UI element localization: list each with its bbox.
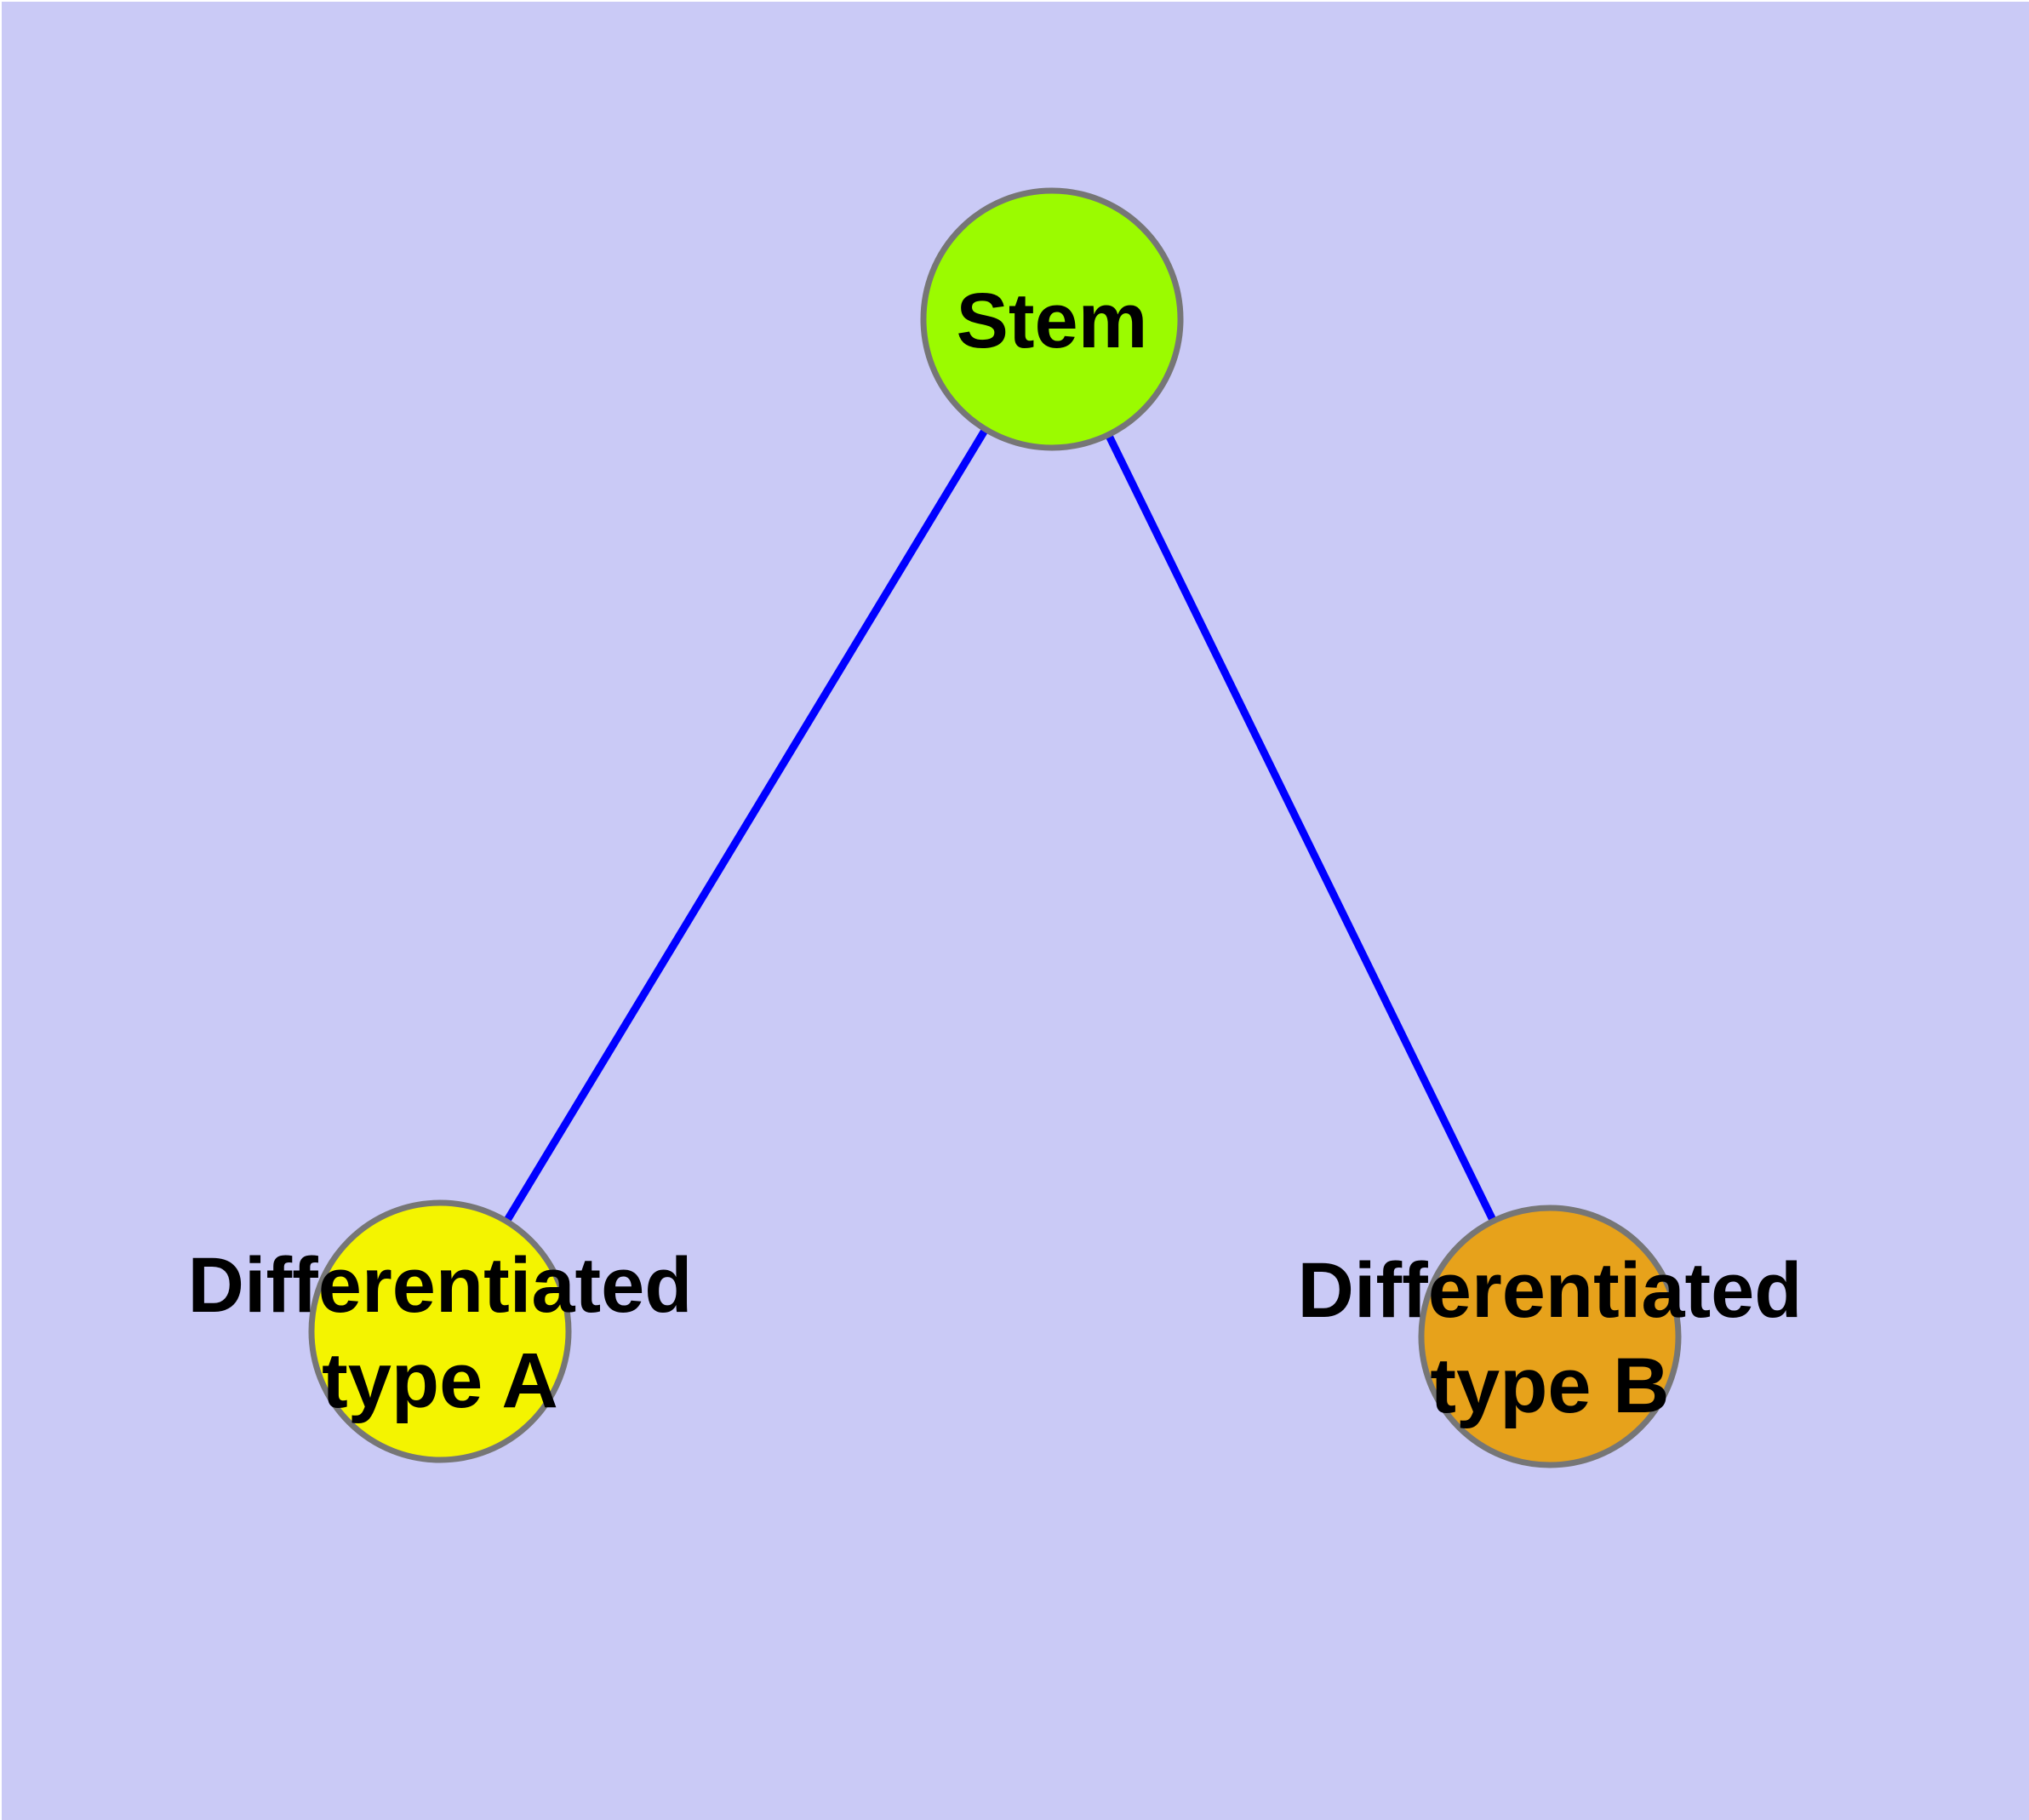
node-label-line: type A [322, 1337, 558, 1424]
edge-stem-to-differentiated-type-b [1048, 318, 1554, 1338]
node-circle-stem [920, 187, 1184, 451]
node-label-line: Stem [957, 278, 1148, 364]
edge-stem-to-differentiated-type-a [437, 317, 1055, 1334]
node-label-line: type B [1430, 1342, 1669, 1429]
node-circle-differentiated-type-a [308, 1199, 572, 1463]
node-circle-differentiated-type-b [1418, 1205, 1682, 1468]
node-label-line: Differentiated [188, 1242, 693, 1329]
node-label-stem: Stem [957, 278, 1148, 364]
node-label-line: Differentiated [1298, 1247, 1803, 1334]
